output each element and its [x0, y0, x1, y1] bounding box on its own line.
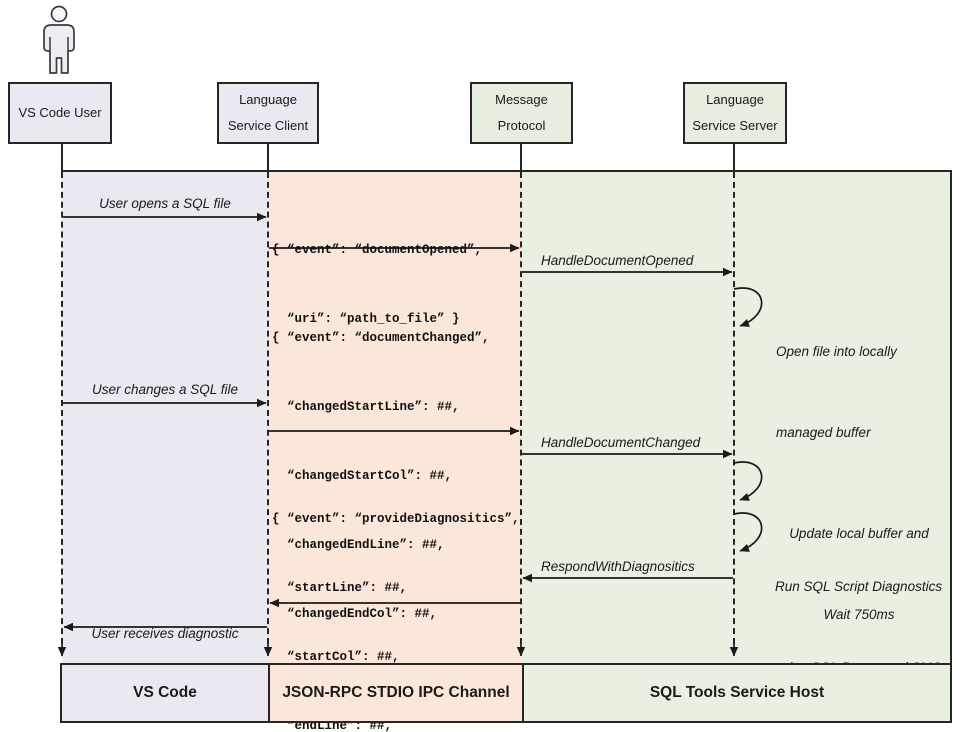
json-line: “changedStartLine”: ##,	[272, 400, 460, 414]
lifeline-server	[733, 172, 735, 644]
message-label-handle-document-changed: HandleDocumentChanged	[541, 435, 701, 450]
lifeline-stub-protocol	[520, 144, 522, 172]
json-line: “uri”: “path_to_file” }	[272, 312, 460, 326]
json-line: { “event”: “provideDiagnositics”,	[272, 512, 520, 526]
lane-band-host	[521, 172, 952, 663]
lifeline-stub-client	[267, 144, 269, 172]
lifeline-user	[61, 172, 63, 644]
json-line: { “event”: “documentChanged”,	[272, 331, 490, 345]
lifeline-client	[267, 172, 269, 644]
message-label-line: User receives diagnostic	[91, 626, 239, 641]
lane-band-vscode	[62, 172, 268, 663]
message-label-user-opens: User opens a SQL file	[99, 196, 231, 211]
lane-box-ipc-channel: JSON-RPC STDIO IPC Channel	[268, 663, 524, 723]
json-line: “startLine”: ##,	[272, 581, 408, 595]
lifeline-stub-user	[61, 144, 63, 172]
lifeline-stub-server	[733, 144, 735, 172]
action-label-open-file: Open file into locally managed buffer	[776, 284, 897, 500]
action-label-update-buffer: Update local buffer and Wait 750ms	[768, 466, 950, 682]
json-line: { “event”: “documentOpened”,	[272, 243, 483, 257]
action-label-line: Run SQL Script Diagnostics	[775, 579, 943, 594]
actor-label: VS Code User	[18, 105, 102, 120]
person-icon	[43, 5, 75, 74]
action-label-line: Wait 750ms	[823, 607, 895, 622]
actor-label: Language	[706, 92, 764, 107]
actor-label: Language	[239, 92, 297, 107]
json-payload-provide-diagnostics: { “event”: “provideDiagnositics”, “start…	[272, 462, 520, 732]
message-label-handle-document-opened: HandleDocumentOpened	[541, 253, 694, 268]
actor-label: Service Server	[692, 118, 778, 133]
lane-box-vscode: VS Code	[60, 663, 270, 723]
lane-label: SQL Tools Service Host	[649, 684, 825, 701]
actor-label: Service Client	[227, 118, 309, 133]
message-label-respond-with-diagnostics: RespondWithDiagnositics	[541, 559, 695, 574]
json-line: “changedEndLine”: ##,	[272, 538, 445, 552]
band-right-border	[950, 170, 952, 663]
json-line: “startCol”: ##,	[272, 650, 400, 664]
actor-box-vscode-user: VS Code User	[8, 82, 112, 144]
actor-label: Protocol	[497, 118, 546, 133]
actor-box-language-service-server: Language Service Server	[683, 82, 787, 144]
json-payload-document-opened: { “event”: “documentOpened”, “uri”: “pat…	[272, 193, 482, 377]
action-label-line: Open file into locally	[776, 344, 897, 359]
band-top-border	[62, 170, 952, 172]
message-label-user-changes: User changes a SQL file	[91, 382, 239, 397]
actor-box-message-protocol: Message Protocol	[470, 82, 573, 144]
actor-label: Message	[495, 92, 548, 107]
lifeline-protocol	[520, 172, 522, 644]
lane-label: VS Code	[133, 684, 197, 701]
lane-label: JSON-RPC STDIO IPC Channel	[282, 684, 510, 701]
lane-band-ipc	[268, 172, 521, 663]
json-line: “changedStartCol”: ##,	[272, 469, 453, 483]
json-line: “changedEndCol”: ##,	[272, 607, 438, 621]
lane-box-sql-tools-service-host: SQL Tools Service Host	[522, 663, 952, 723]
action-label-line: managed buffer	[776, 425, 871, 440]
action-label-line: Update local buffer and	[789, 526, 929, 541]
actor-box-language-service-client: Language Service Client	[217, 82, 319, 144]
